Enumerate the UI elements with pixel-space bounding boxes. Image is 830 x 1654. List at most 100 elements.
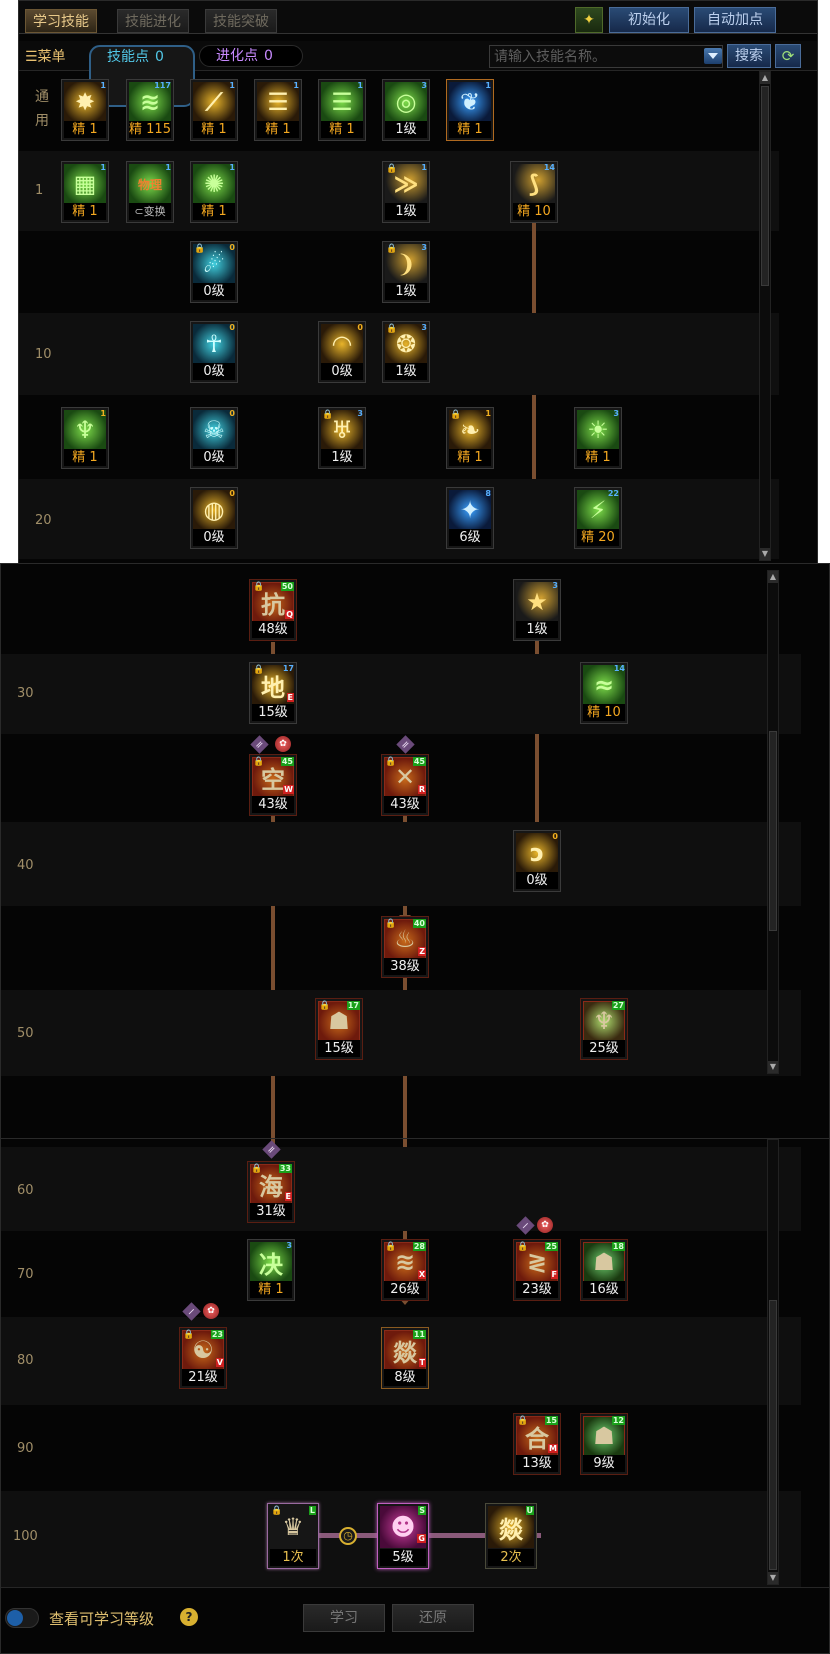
help-icon[interactable]: ? [180, 1608, 198, 1626]
scrollbar-middle[interactable]: ▲ ▼ [767, 570, 779, 1074]
menu-button[interactable]: ☰菜单 [25, 49, 66, 65]
revert-button[interactable]: 还原 [392, 1604, 474, 1632]
skill-level: 13级 [516, 1455, 558, 1472]
scroll-down-arrow[interactable]: ▼ [768, 1061, 778, 1073]
scroll-down-arrow[interactable]: ▼ [768, 1572, 778, 1584]
skill-icon: 物理 [129, 164, 171, 204]
tab-skill-evolution[interactable]: 技能进化 [117, 9, 189, 33]
lock-icon: 🔒 [253, 582, 265, 592]
skill-icon: ☥ [193, 324, 235, 364]
scroll-thumb[interactable] [761, 86, 769, 286]
scroll-up-arrow[interactable]: ▲ [760, 72, 770, 84]
search-button[interactable]: 搜索 [727, 44, 771, 68]
search-dropdown-chevron-icon[interactable] [704, 48, 722, 64]
skill-level: 43级 [252, 796, 294, 813]
toggle-label: 查看可学习等级 [49, 1610, 155, 1628]
required-level: 1 [100, 409, 106, 418]
required-level: 33 [278, 1164, 292, 1173]
learn-button[interactable]: 学习 [303, 1604, 385, 1632]
skill-icon: ♅ [321, 410, 363, 450]
reset-button[interactable]: 初始化 [609, 7, 689, 33]
skill-level: 26级 [384, 1281, 426, 1298]
skill-level: 23级 [516, 1281, 558, 1298]
skill-level: 精 1 [449, 121, 491, 138]
required-level: 27 [611, 1001, 625, 1010]
skill-icon: ★ [516, 582, 558, 622]
lock-icon: 🔒 [319, 1001, 331, 1011]
scroll-thumb[interactable] [769, 1300, 777, 1570]
scroll-thumb[interactable] [769, 731, 777, 931]
scroll-down-arrow[interactable]: ▼ [760, 548, 770, 560]
skill-icon: ♛ [282, 1513, 304, 1541]
tab-skill-breakthrough[interactable]: 技能突破 [205, 9, 277, 33]
required-level: 1 [229, 81, 235, 90]
scrollbar-top[interactable]: ▲ ▼ [759, 71, 771, 561]
skill-level: 0级 [193, 283, 235, 300]
show-learnable-level-toggle[interactable] [5, 1608, 39, 1628]
auto-assign-button[interactable]: 自动加点 [694, 7, 776, 33]
scroll-up-arrow[interactable]: ▲ [768, 571, 778, 583]
refresh-icon[interactable]: ⟳ [775, 44, 801, 68]
skill-icon: ⟋ [193, 82, 235, 122]
lock-icon: 🔒 [385, 919, 397, 929]
skill-search-input[interactable] [489, 45, 723, 68]
skill-level: 精 20 [577, 529, 619, 546]
tab-learn-skills[interactable]: 学习技能 [25, 9, 97, 33]
scrollbar-bottom[interactable]: ▼ [767, 1139, 779, 1585]
bolt-star-icon[interactable]: ✦ [575, 7, 603, 33]
lock-icon: 🔒 [386, 164, 398, 174]
skill-level: 5级 [380, 1549, 426, 1566]
